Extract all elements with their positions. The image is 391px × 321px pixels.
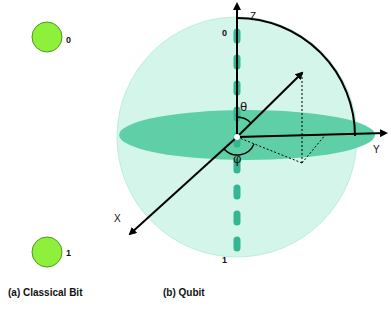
x-axis (130, 137, 237, 234)
caption: (a) Classical Bit (8, 288, 82, 298)
quarter-arc (237, 18, 355, 136)
theta-arc (237, 117, 251, 123)
origin-dot (234, 134, 240, 140)
axis-name: X (114, 214, 121, 224)
bit-zero-circle (32, 22, 62, 52)
basis-state: 1 (222, 256, 227, 265)
angle-symbol: θ (240, 100, 247, 113)
axis-name: Y (373, 145, 380, 155)
state-vector (237, 73, 302, 137)
caption: (b) Qubit (163, 288, 205, 298)
bit-value: 0 (66, 36, 71, 45)
basis-state: 0 (222, 29, 227, 38)
bit-value: 1 (66, 249, 71, 258)
axis-name: Z (250, 12, 256, 22)
y-axis (237, 133, 386, 137)
angle-symbol: φ (233, 152, 241, 165)
bit-one-circle (32, 237, 62, 267)
